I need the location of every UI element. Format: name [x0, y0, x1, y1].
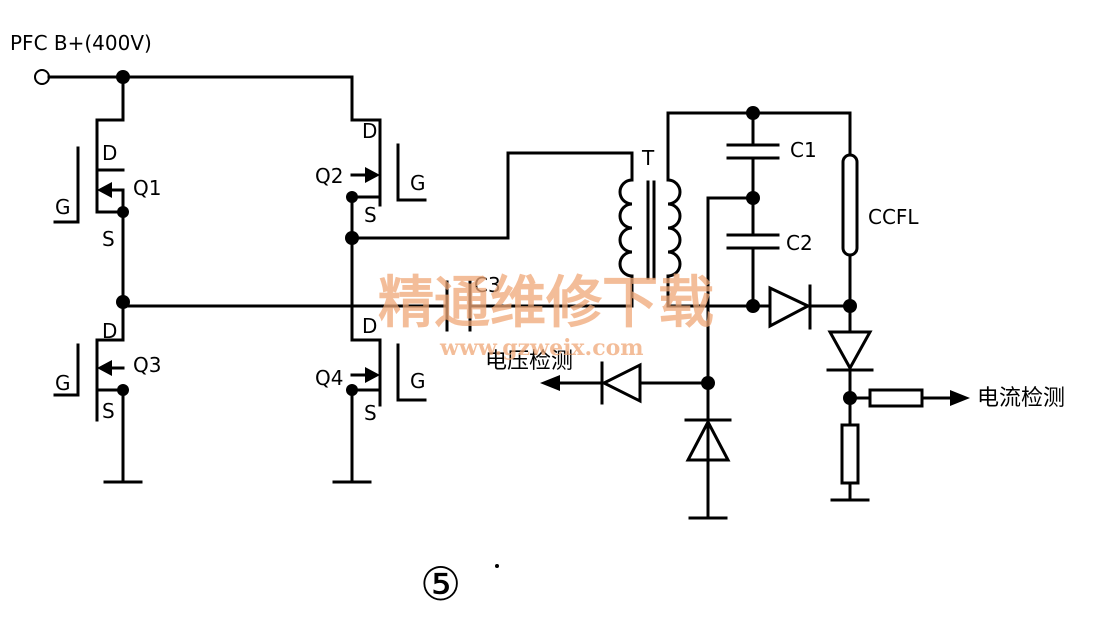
c2-label: C2 [786, 231, 813, 255]
c3-label: C3 [474, 273, 501, 297]
q2-arrow-icon [365, 167, 380, 183]
q3-arrow-icon [97, 360, 112, 376]
ccfl-lamp [841, 111, 859, 308]
q4-source-label: S [364, 401, 377, 425]
q4-gate-label: G [410, 369, 426, 393]
q2-gate-label: G [410, 171, 426, 195]
supply-terminal [34, 69, 354, 85]
q4-arrow-icon [365, 367, 380, 383]
supply-label: PFC B+(400V) [10, 31, 152, 55]
watermark-title: 精通维修下载 [378, 270, 714, 336]
q1-gate-label: G [55, 195, 71, 219]
current-detect-label: 电流检测 [977, 386, 1065, 411]
q2-label: Q2 [315, 164, 343, 188]
transformer-label: T [641, 146, 655, 170]
left-leg-wires [95, 75, 634, 482]
diode-voltage-icon [540, 361, 642, 405]
q3-drain-label: D [102, 319, 117, 343]
capacitor-c2 [726, 233, 780, 308]
figure-number: ⑤ [420, 557, 461, 611]
capacitor-c3 [445, 280, 472, 332]
ccfl-label: CCFL [868, 205, 919, 229]
diode-series-icon [768, 284, 857, 330]
resistor-shunt [830, 423, 870, 502]
voltage-detect-label: 电压检测 [485, 349, 573, 374]
mosfet-q3 [53, 338, 129, 422]
mosfet-q1 [53, 118, 129, 224]
q1-arrow-icon [97, 182, 112, 198]
q3-source-label: S [102, 399, 115, 423]
q2-drain-label: D [362, 119, 377, 143]
q1-label: Q1 [133, 176, 161, 200]
capacitor-c1 [726, 111, 780, 237]
resistor-series [848, 388, 970, 408]
voltage-arrow-icon [540, 375, 560, 391]
diode-current-icon [826, 304, 874, 427]
mosfet-q4 [346, 338, 427, 407]
q3-label: Q3 [133, 353, 161, 377]
q4-label: Q4 [315, 366, 343, 390]
diode-clamp-icon [684, 418, 732, 520]
right-leg-wires [345, 75, 634, 482]
q1-drain-label: D [102, 141, 117, 165]
q3-gate-label: G [55, 371, 71, 395]
c1-label: C1 [790, 138, 817, 162]
watermark-url: www.gzweix.com [439, 335, 644, 361]
q2-source-label: S [364, 203, 377, 227]
transformer-t [618, 111, 682, 308]
secondary-wires [638, 106, 852, 520]
q1-source-label: S [102, 227, 115, 251]
q4-drain-label: D [362, 314, 377, 338]
mosfet-q2 [346, 138, 427, 207]
current-arrow-icon [950, 390, 970, 406]
